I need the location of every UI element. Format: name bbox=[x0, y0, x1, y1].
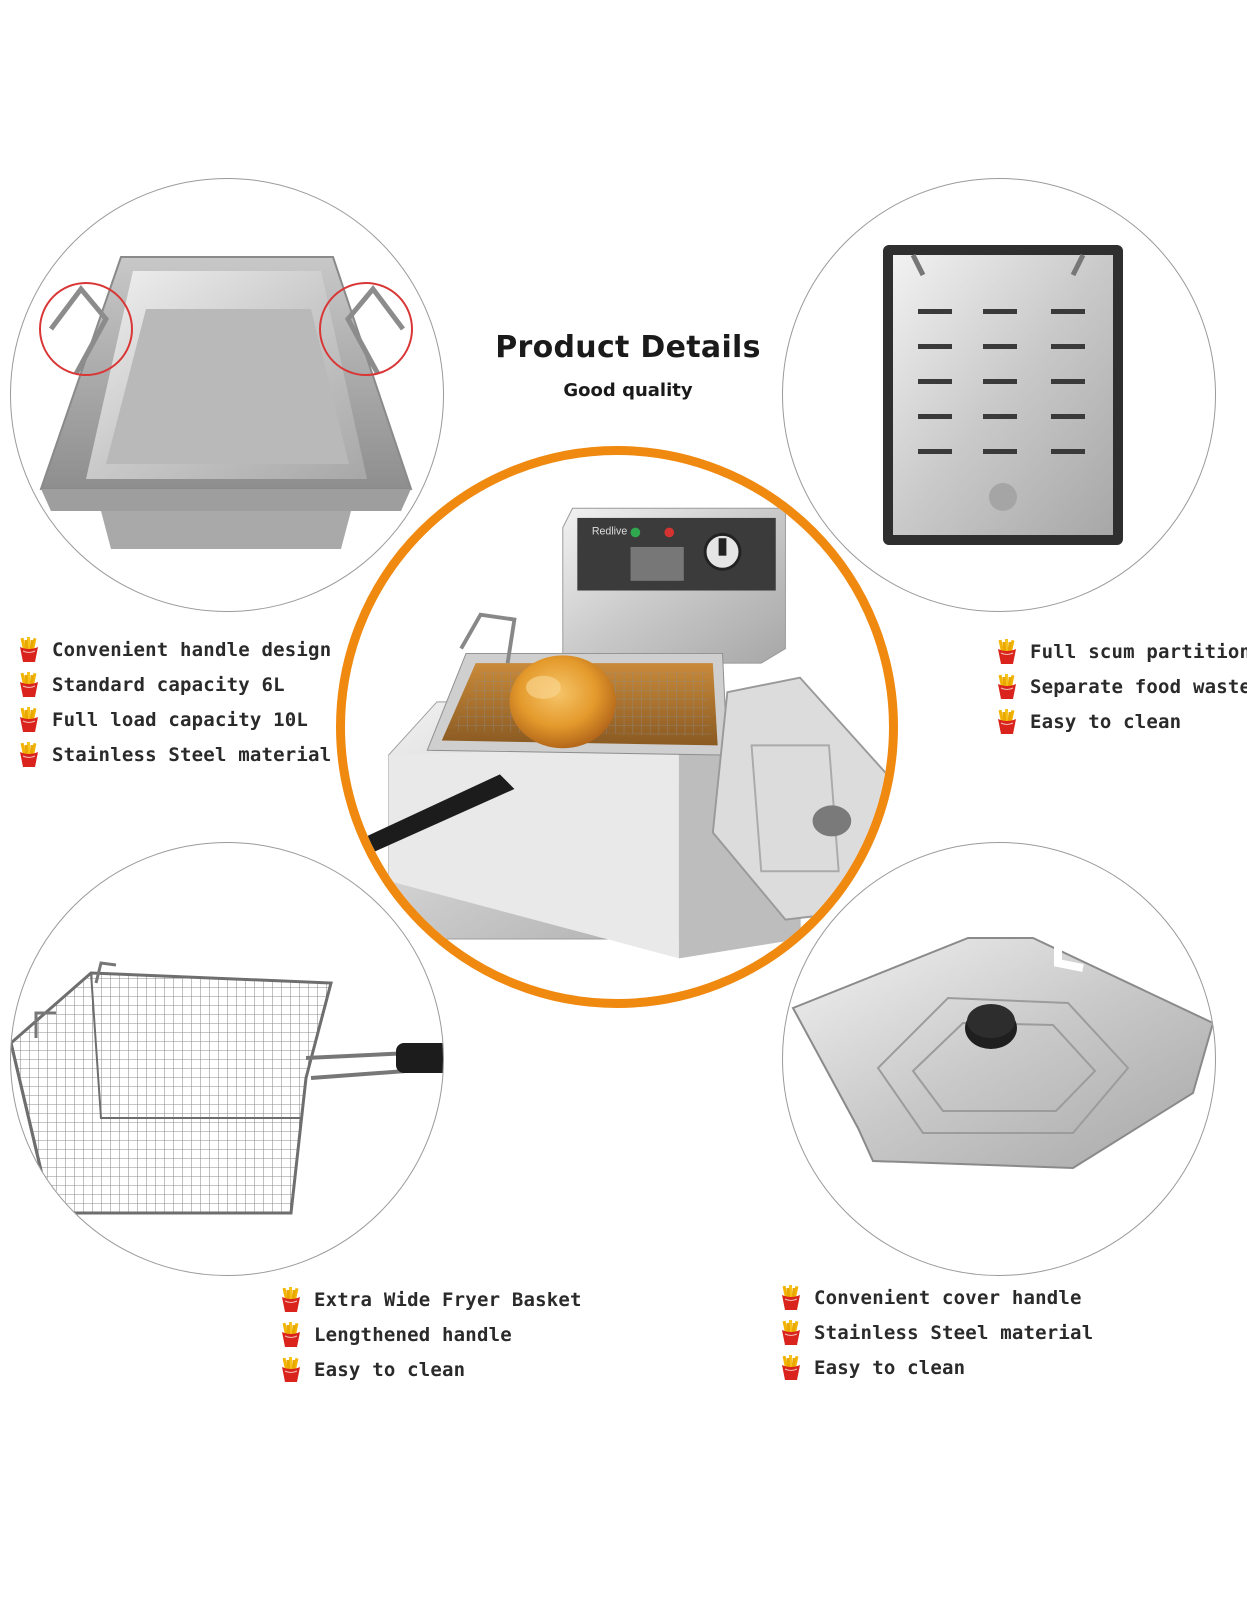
french-fries-icon bbox=[280, 1287, 302, 1313]
french-fries-icon bbox=[280, 1322, 302, 1348]
fryer-cover-illustration bbox=[791, 937, 1215, 1170]
fryer-basket-illustration bbox=[11, 961, 443, 1215]
list-item: Stainless Steel material bbox=[780, 1315, 1093, 1350]
french-fries-icon bbox=[780, 1355, 802, 1381]
fryer-main-image: Redlive bbox=[336, 446, 898, 1008]
top-right-feature-list: Full scum partition Separate food waste … bbox=[996, 634, 1247, 739]
french-fries-icon bbox=[996, 639, 1018, 665]
list-item: Full load capacity 10L bbox=[18, 702, 331, 737]
feature-label: Easy to clean bbox=[814, 1356, 966, 1379]
french-fries-icon bbox=[18, 742, 40, 768]
fryer-cover-image bbox=[782, 842, 1216, 1276]
list-item: Stainless Steel material bbox=[18, 737, 331, 772]
fryer-pot-image bbox=[10, 178, 444, 612]
feature-label: Easy to clean bbox=[1030, 710, 1182, 733]
french-fries-icon bbox=[18, 707, 40, 733]
scum-partition-illustration bbox=[883, 245, 1123, 545]
feature-label: Easy to clean bbox=[314, 1358, 466, 1381]
list-item: Full scum partition bbox=[996, 634, 1247, 669]
french-fries-icon bbox=[780, 1320, 802, 1346]
list-item: Lengthened handle bbox=[280, 1317, 582, 1352]
french-fries-icon bbox=[18, 672, 40, 698]
feature-label: Lengthened handle bbox=[314, 1323, 512, 1346]
feature-label: Convenient handle design bbox=[52, 638, 332, 661]
scum-partition-image bbox=[782, 178, 1216, 612]
list-item: Easy to clean bbox=[280, 1352, 582, 1387]
list-item: Standard capacity 6L bbox=[18, 667, 331, 702]
feature-label: Full load capacity 10L bbox=[52, 708, 309, 731]
feature-label: Stainless Steel material bbox=[814, 1321, 1094, 1344]
french-fries-icon bbox=[280, 1357, 302, 1383]
list-item: Separate food waste bbox=[996, 669, 1247, 704]
top-left-feature-list: Convenient handle design Standard capaci… bbox=[18, 632, 331, 772]
fryer-brand-label: Redlive bbox=[592, 525, 628, 537]
page-subtitle: Good quality bbox=[563, 380, 693, 401]
page-title: Product Details bbox=[495, 330, 761, 365]
fryer-basket-image bbox=[10, 842, 444, 1276]
feature-label: Extra Wide Fryer Basket bbox=[314, 1288, 582, 1311]
french-fries-icon bbox=[996, 709, 1018, 735]
bottom-left-feature-list: Extra Wide Fryer Basket Lengthened handl… bbox=[280, 1282, 582, 1387]
fryer-main-illustration: Redlive bbox=[364, 507, 889, 959]
list-item: Extra Wide Fryer Basket bbox=[280, 1282, 582, 1317]
french-fries-icon bbox=[996, 674, 1018, 700]
french-fries-icon bbox=[780, 1285, 802, 1311]
feature-label: Separate food waste bbox=[1030, 675, 1247, 698]
list-item: Convenient cover handle bbox=[780, 1280, 1093, 1315]
bottom-right-feature-list: Convenient cover handle Stainless Steel … bbox=[780, 1280, 1093, 1385]
french-fries-icon bbox=[18, 637, 40, 663]
feature-label: Stainless Steel material bbox=[52, 743, 332, 766]
feature-label: Standard capacity 6L bbox=[52, 673, 285, 696]
feature-label: Convenient cover handle bbox=[814, 1286, 1082, 1309]
list-item: Convenient handle design bbox=[18, 632, 331, 667]
feature-label: Full scum partition bbox=[1030, 640, 1247, 663]
list-item: Easy to clean bbox=[996, 704, 1247, 739]
list-item: Easy to clean bbox=[780, 1350, 1093, 1385]
fryer-pot-illustration bbox=[39, 256, 413, 549]
